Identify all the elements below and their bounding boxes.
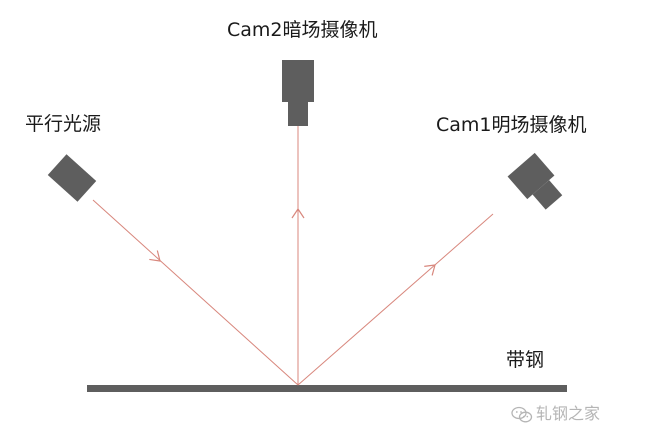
cam2-camera-icon bbox=[282, 60, 314, 126]
cam1-label: Cam1明场摄像机 bbox=[436, 114, 587, 136]
steel-strip-label: 带钢 bbox=[506, 349, 545, 371]
light-source-icon bbox=[47, 154, 97, 202]
incident-ray bbox=[92, 199, 299, 386]
cam1-camera-icon bbox=[507, 152, 563, 210]
cam2-label: Cam2暗场摄像机 bbox=[227, 19, 378, 41]
scattered-ray-arrow bbox=[291, 207, 305, 219]
wechat-icon bbox=[511, 406, 533, 422]
reflected-ray-to-cam1 bbox=[297, 213, 494, 386]
watermark: 轧钢之家 bbox=[511, 404, 600, 424]
incident-ray-arrow bbox=[149, 250, 161, 262]
reflected-ray-arrow bbox=[424, 264, 436, 276]
light-source-label: 平行光源 bbox=[25, 113, 102, 135]
steel-strip-bar bbox=[87, 385, 567, 392]
watermark-text: 轧钢之家 bbox=[536, 404, 601, 423]
